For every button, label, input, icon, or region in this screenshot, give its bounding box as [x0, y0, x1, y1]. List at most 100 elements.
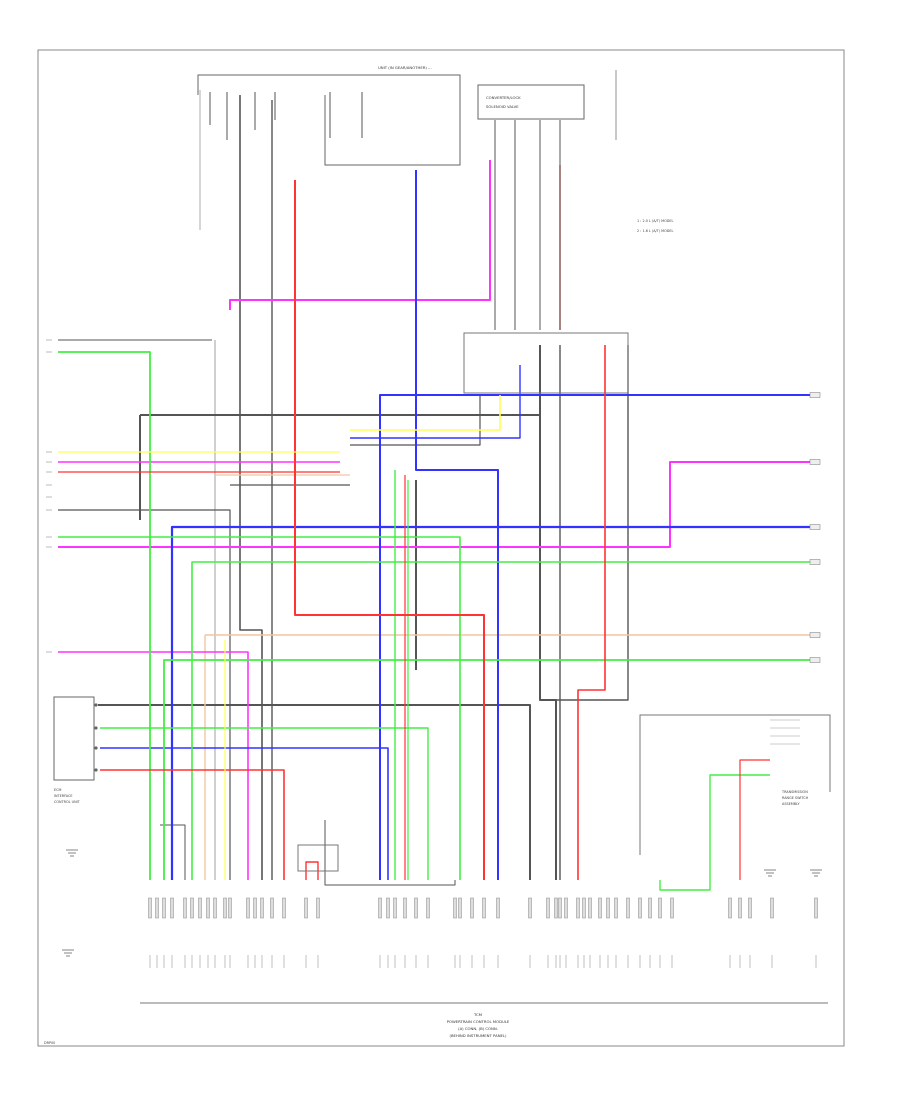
pcm-pin [582, 897, 586, 919]
pcm-pin [213, 897, 217, 919]
ecm-label-1: ECM [54, 788, 62, 792]
pcm-pin [606, 897, 610, 919]
pcm-pin [458, 897, 462, 919]
pcm-pin [155, 897, 159, 919]
connector-pins [94, 392, 821, 919]
wire-gray [58, 509, 231, 880]
ecm-label-2: INTERFACE [54, 794, 73, 798]
pcm-pin [414, 897, 418, 919]
wire-gray [324, 820, 456, 886]
pcm-pin [576, 897, 580, 919]
pcm-pin [304, 897, 308, 919]
range-switch-label-1: TRANSMISSION [781, 790, 808, 794]
pcm-pin [554, 897, 558, 919]
wire-gray [239, 95, 263, 880]
wire-layer [58, 90, 820, 891]
caption-line-3: (A) CONN. (B) CONN. [458, 1026, 498, 1031]
right-pin [809, 524, 821, 530]
pcm-pin [748, 897, 752, 919]
wire-green [191, 561, 820, 880]
solenoid-label-1: CONVERTER/LOCK [486, 95, 521, 100]
pcm-pin [228, 897, 232, 919]
wire-green [659, 774, 770, 891]
range-switch-label-3: ASSEMBLY [782, 802, 800, 806]
diagram-frame [37, 49, 845, 1047]
component-text: UNIT (IN GEAR/ANOTHER) ... CONVERTER/LOC… [44, 65, 809, 1045]
pcm-pin [282, 897, 286, 919]
pcm-pin [386, 897, 390, 919]
solenoid-label-2: SOLENOID VALVE [486, 104, 519, 109]
pcm-pin [453, 897, 457, 919]
pcm-pin [378, 897, 382, 919]
pcm-pin [183, 897, 187, 919]
pcm-pin [253, 897, 257, 919]
pcm-pin [403, 897, 407, 919]
pcm-pin [528, 897, 532, 919]
pcm-pin [470, 897, 474, 919]
pcm-pin [638, 897, 642, 919]
wire-blue [100, 747, 389, 880]
pcm-pin [658, 897, 662, 919]
wire-yellow [350, 395, 501, 431]
wire-blue [170, 525, 820, 880]
right-pin [809, 459, 821, 465]
pcm-pin [162, 897, 166, 919]
pcm-pin [546, 897, 550, 919]
wire-black [98, 704, 531, 880]
pcm-pin [728, 897, 732, 919]
footnote-code: DRP00 [44, 1041, 55, 1045]
right-pin [809, 392, 821, 398]
caption-line-1: TCM [473, 1012, 482, 1017]
right-pin [809, 657, 821, 663]
legend-note-1: 1 : 2.0 L (A/T) MODEL [637, 219, 673, 223]
wire-blue [415, 170, 499, 880]
wire-blue [379, 394, 820, 880]
pcm-pin [496, 897, 500, 919]
range-switch-label-2: RANGE SWITCH [782, 796, 809, 800]
ecm-label-3: CONTROL UNIT [54, 800, 81, 804]
wire-red [100, 769, 285, 880]
top-label: UNIT (IN GEAR/ANOTHER) ... [378, 65, 432, 70]
pcm-pin [190, 897, 194, 919]
pcm-pin [316, 897, 320, 919]
ecm-pin [94, 746, 98, 750]
pcm-pin [614, 897, 618, 919]
range-switch-box [639, 714, 831, 855]
wire-pink [58, 651, 249, 880]
pcm-pin [393, 897, 397, 919]
pcm-pin [558, 897, 562, 919]
right-pin [809, 632, 821, 638]
ecm-pin [94, 726, 98, 730]
junction-connector-box [463, 332, 629, 394]
wire-green [58, 536, 461, 880]
legend-note-2: 2 : 1.6 L (A/T) MODEL [637, 229, 673, 233]
pcm-pin [598, 897, 602, 919]
wire-pink [229, 160, 491, 310]
ecm-pin [94, 768, 98, 772]
pcm-pin [814, 897, 818, 919]
wire-black [539, 345, 557, 880]
pcm-pin [270, 897, 274, 919]
pcm-pin [564, 897, 568, 919]
pcm-pin [588, 897, 592, 919]
pcm-pin [670, 897, 674, 919]
wire-blue [350, 365, 521, 439]
caption-line-4: (BEHIND INSTRUMENT PANEL) [449, 1033, 507, 1038]
right-pin [809, 559, 821, 565]
wire-gray [160, 824, 186, 880]
pcm-pin [626, 897, 630, 919]
pcm-pin [206, 897, 210, 919]
wire-green [163, 659, 820, 880]
pcm-pin [223, 897, 227, 919]
wire-gray [350, 395, 481, 446]
wire-gray [550, 345, 629, 701]
component-boxes [53, 70, 831, 1004]
caption-line-2: POWERTRAIN CONTROL MODULE [447, 1019, 510, 1024]
pcm-pin [426, 897, 430, 919]
solenoid-valve-box [477, 84, 585, 120]
ecm-pin [94, 703, 98, 707]
pcm-pin [246, 897, 250, 919]
wire-green [58, 351, 151, 880]
pcm-pin [260, 897, 264, 919]
